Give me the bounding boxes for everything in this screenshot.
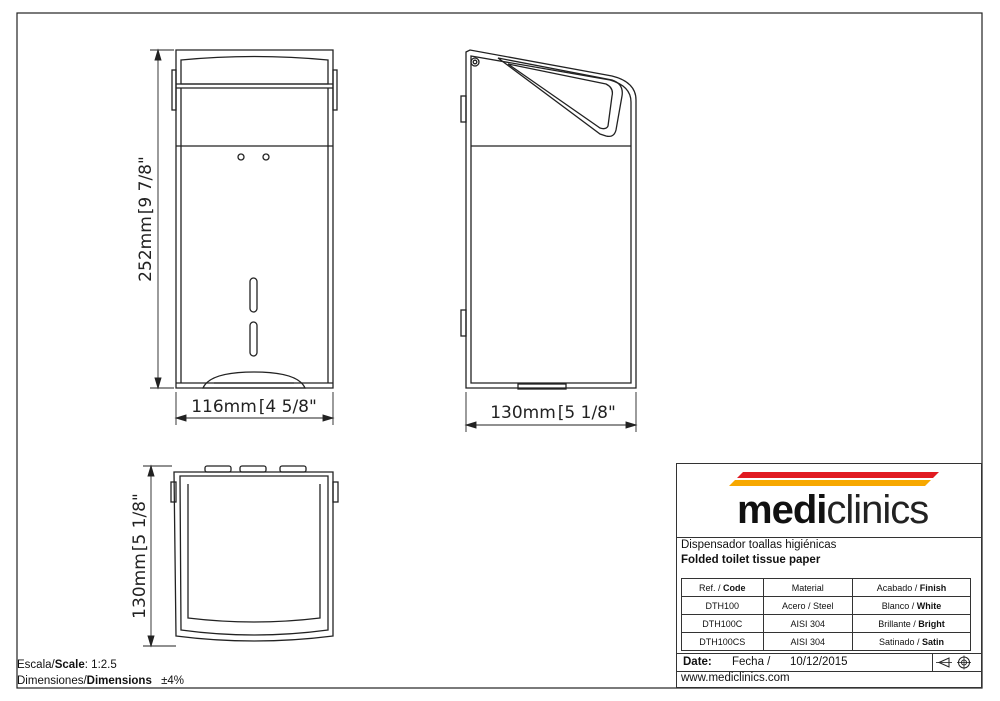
table-row: DTH100CS AISI 304 Satinado / Satin bbox=[681, 632, 971, 651]
website-link[interactable]: www.mediclinics.com bbox=[681, 672, 790, 684]
logo-stripes bbox=[729, 472, 939, 486]
header-code: Ref. / Code bbox=[681, 578, 764, 597]
top-depth-label: 130mm[5 1/8" bbox=[130, 493, 150, 619]
front-view bbox=[171, 49, 338, 389]
logo-red-stripe bbox=[737, 472, 939, 478]
table-row: DTH100C AISI 304 Brillante / Bright bbox=[681, 614, 971, 633]
tolerance-value: ±4% bbox=[161, 675, 184, 687]
header-material: Material bbox=[762, 578, 854, 597]
front-height-dimension bbox=[150, 48, 174, 390]
fecha-label: Fecha / bbox=[732, 656, 771, 668]
side-depth-dimension bbox=[464, 392, 638, 432]
sheet-border bbox=[16, 12, 983, 689]
description-en: Folded toilet tissue paper bbox=[681, 554, 821, 566]
side-depth-label: 130mm[5 1/8" bbox=[490, 403, 616, 423]
company-logo: mediclinics bbox=[677, 464, 981, 538]
front-height-label: 252mm[9 7/8" bbox=[136, 156, 156, 282]
front-width-dimension bbox=[174, 392, 335, 425]
first-angle-projection-icon bbox=[932, 654, 978, 671]
product-description: Dispensador toallas higiénicas Folded to… bbox=[681, 539, 836, 566]
table-row: DTH100 Acero / Steel Blanco / White bbox=[681, 596, 971, 615]
top-view bbox=[170, 465, 339, 642]
dimensions-tolerance-line: Dimensiones/Dimensions ±4% bbox=[17, 675, 184, 687]
side-view bbox=[460, 49, 637, 390]
date-value: 10/12/2015 bbox=[790, 656, 848, 668]
date-label: Date: bbox=[683, 656, 712, 668]
header-finish: Acabado / Finish bbox=[852, 578, 971, 597]
top-depth-dimension bbox=[143, 464, 176, 648]
logo-wordmark: mediclinics bbox=[737, 488, 929, 532]
specs-table: Ref. / Code Material Acabado / Finish DT… bbox=[681, 578, 971, 651]
scale-line: Escala/Scale: 1:2.5 bbox=[17, 659, 117, 671]
logo-yellow-stripe bbox=[729, 480, 931, 486]
title-block: mediclinics Dispensador toallas higiénic… bbox=[676, 463, 982, 688]
table-header-row: Ref. / Code Material Acabado / Finish bbox=[681, 578, 971, 597]
date-row: Date: Fecha / 10/12/2015 bbox=[677, 653, 981, 672]
description-es: Dispensador toallas higiénicas bbox=[681, 539, 837, 551]
scale-value: 1:2.5 bbox=[91, 659, 117, 671]
front-width-label: 116mm[4 5/8" bbox=[191, 397, 317, 417]
scale-note: Escala/Scale: 1:2.5 Dimensiones/Dimensio… bbox=[17, 657, 184, 689]
